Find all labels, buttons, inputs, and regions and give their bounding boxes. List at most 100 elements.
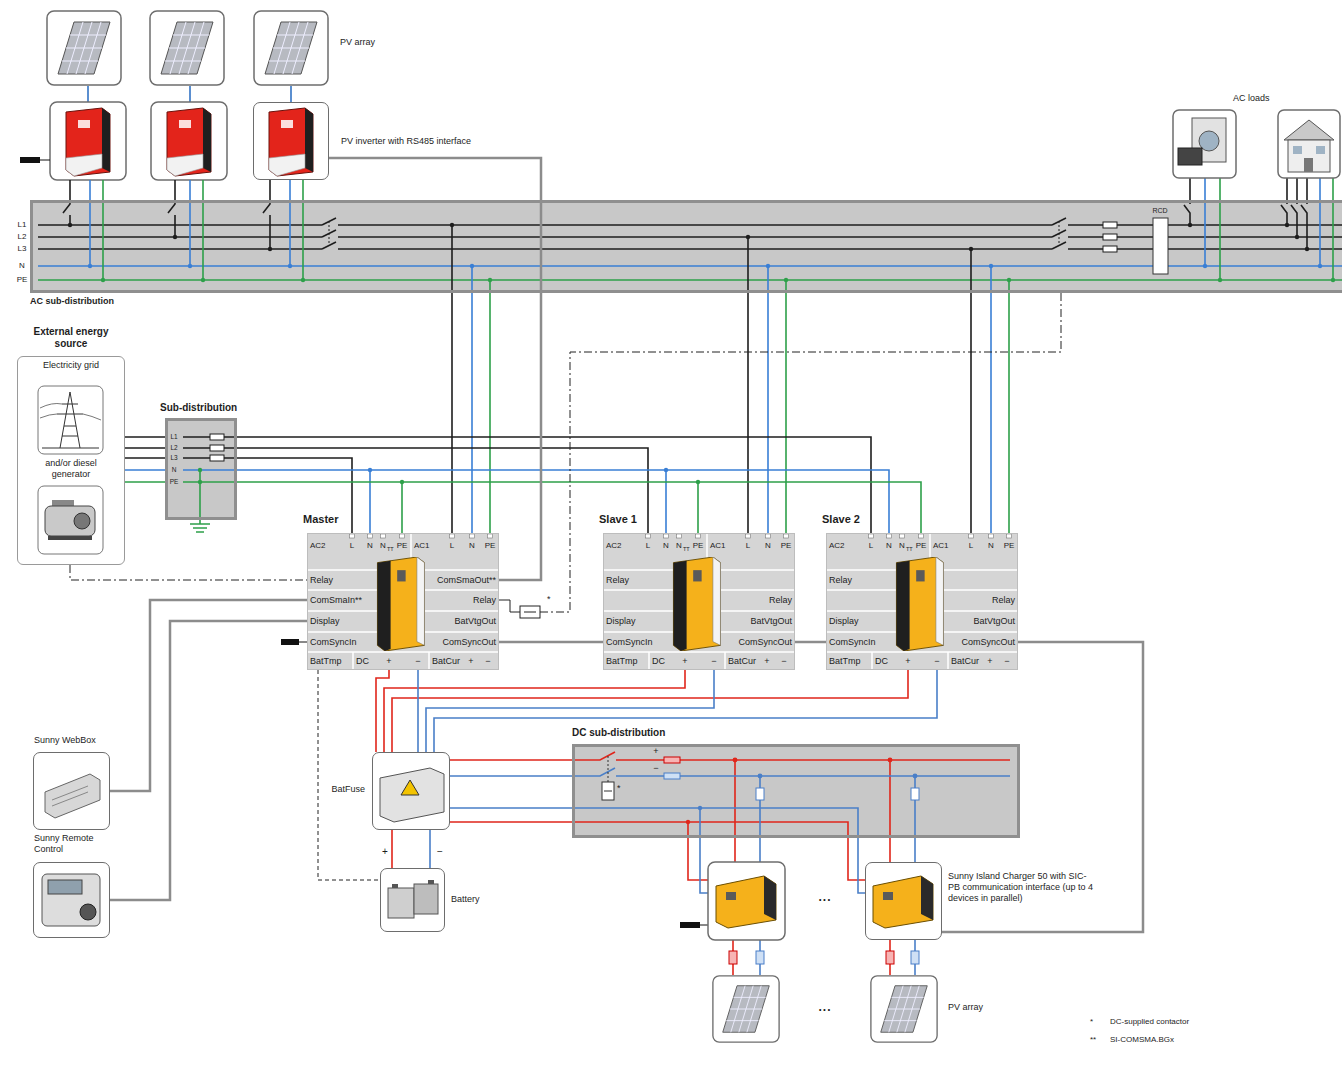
dc-wiring: [450, 768, 1010, 975]
ac-wiring: [1285, 223, 1289, 227]
inverter-box: PV inverter with RS485 interface: [253, 102, 329, 180]
annotation-label: *: [617, 783, 621, 793]
charger-icons: [873, 876, 933, 928]
annotation-label: L2: [18, 232, 27, 241]
charger-icons: [708, 862, 942, 940]
ac-busbar: [1103, 246, 1117, 252]
ac-wiring: [103, 180, 303, 280]
sub-distribution-wiring: [368, 468, 668, 472]
charger-box: Sunny Island Charger 50 with SIC-PB comm…: [865, 862, 942, 940]
terminal-label: −: [781, 656, 786, 666]
device-panels: [307, 533, 499, 670]
pv-panels: [713, 976, 779, 1042]
terminal-label: AC2: [829, 541, 845, 550]
dc-wiring: [733, 758, 738, 763]
terminators: [40, 160, 50, 161]
energy-source-icons: [17, 356, 125, 565]
ac-wiring: [1188, 223, 1192, 227]
node-title: BatFuse: [331, 784, 365, 795]
peripheral-icons: [33, 862, 110, 938]
ac-wiring: [101, 278, 1335, 282]
node-title: Sub-distribution: [160, 402, 237, 414]
terminal-label: Relay: [829, 575, 852, 585]
peripheral-icons: [392, 884, 398, 888]
annotation-label: ...: [818, 1001, 831, 1015]
node-title: Master: [303, 513, 338, 526]
terminal-label: Display: [829, 616, 859, 626]
sub-distribution-wiring: [198, 468, 202, 472]
ac-wiring: [63, 178, 1335, 533]
annotation-label: AC loads: [1233, 93, 1270, 103]
communication-cable: [499, 641, 603, 644]
pv-panels: [871, 976, 937, 1042]
pv-panels: [150, 11, 224, 85]
terminal-label: ComSyncOut: [738, 637, 792, 647]
terminators: [299, 642, 307, 643]
annotation-label: PV array: [340, 37, 375, 47]
dc-wiring: [756, 951, 764, 964]
terminal-label: PE: [781, 541, 792, 550]
dc-wiring: [376, 670, 1020, 975]
node-title: Sunny Remote Control: [34, 833, 100, 855]
device-panels: [826, 533, 1018, 670]
node-title: Sunny Island Charger 50 with SIC-PB comm…: [948, 871, 1098, 903]
terminal-label: N: [469, 541, 475, 550]
ac-load-icons: [1173, 110, 1340, 178]
terminal-label: L: [969, 541, 973, 550]
terminal-label: TT: [906, 546, 913, 552]
ac-wiring: [488, 278, 492, 282]
ac-load-icons: [1173, 110, 1236, 178]
ac-wiring: [1305, 247, 1309, 251]
peripheral-icons: [80, 904, 96, 920]
peripheral-icons: [52, 786, 88, 806]
energy-source-icons: [38, 486, 103, 554]
sub-distribution-wiring: [198, 468, 700, 484]
pv-panels: [47, 11, 121, 85]
terminal-label: TT: [683, 546, 690, 552]
ac-load-icons: [1284, 120, 1334, 140]
terminal-label: ComSyncIn: [606, 637, 653, 647]
terminal-label: BatCur: [951, 656, 979, 666]
dc-wiring: [729, 951, 737, 964]
dc-wiring: [450, 752, 1010, 975]
ac-busbar: [322, 218, 1066, 249]
ac-load-icons: [1304, 158, 1313, 172]
sub-distribution-wiring: [400, 480, 404, 484]
terminal-label: Relay: [606, 575, 629, 585]
communication-cable: [110, 600, 307, 791]
pv-panels: [88, 86, 291, 102]
terminal-label: +: [682, 656, 687, 666]
node-title: Sunny WebBox: [34, 735, 96, 746]
node-title: External energy source: [31, 326, 111, 350]
terminal-label: BatCur: [728, 656, 756, 666]
dc-wiring: [911, 951, 919, 964]
dc-wiring: [604, 791, 612, 792]
terminal-label: PE: [1004, 541, 1015, 550]
annotation-label: PV array: [948, 1002, 983, 1012]
peripheral-icons: [48, 880, 82, 894]
annotation-label: ...: [818, 891, 831, 905]
charger-icons: [716, 876, 776, 928]
annotation-label: RCD: [1152, 207, 1167, 215]
sub-distribution-wiring: [125, 470, 921, 533]
terminal-label: −: [934, 656, 939, 666]
ac-wiring: [472, 266, 991, 533]
ac-busbar: [30, 200, 1342, 293]
terminal-label: BatVtgOut: [973, 616, 1015, 626]
terminal-label: AC1: [933, 541, 949, 550]
terminators: [20, 157, 40, 163]
terminal-label: Relay: [473, 595, 496, 605]
node-text: and/or diesel generator: [29, 458, 113, 480]
ac-wiring: [188, 264, 192, 268]
node-title: DC sub-distribution: [572, 727, 665, 739]
terminal-label: N: [663, 541, 669, 550]
terminal-label: +: [468, 656, 473, 666]
sub-distribution-wiring: [696, 480, 700, 484]
charger-icons: [708, 862, 785, 940]
ac-busbar: [1103, 222, 1117, 228]
ac-busbar: [1103, 234, 1117, 240]
inverter-icons: [50, 102, 126, 180]
inverter-icons: [50, 102, 329, 180]
terminal-label: ComSyncIn: [310, 637, 357, 647]
